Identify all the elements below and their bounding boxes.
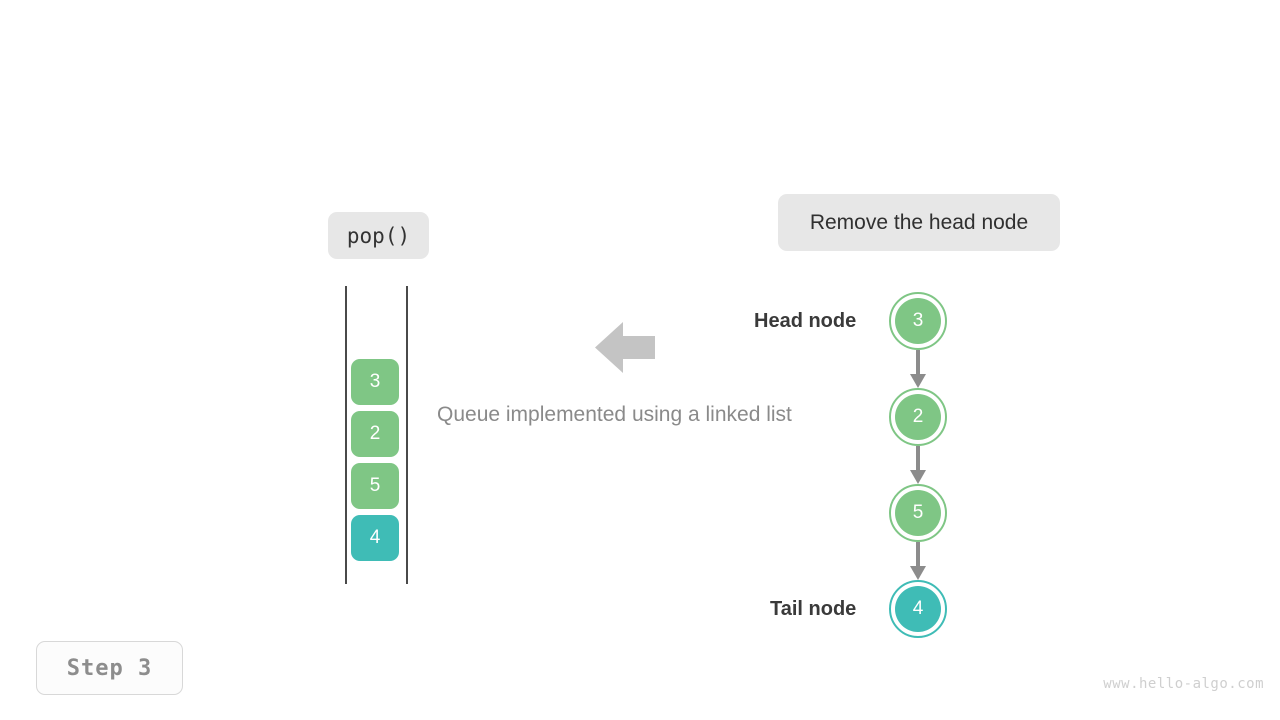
- queue-cell-list: 3 2 5 4: [351, 359, 399, 561]
- list-node-value: 5: [895, 490, 941, 536]
- queue-cell-value: 3: [369, 371, 381, 392]
- queue-cell: 3: [351, 359, 399, 405]
- link-arrow-icon: [910, 350, 926, 388]
- operation-label: pop(): [328, 212, 429, 259]
- queue-cell: 5: [351, 463, 399, 509]
- link-arrow-icon: [910, 542, 926, 580]
- queue-cell-value: 5: [369, 475, 381, 496]
- queue-cell-value: 4: [369, 527, 381, 548]
- list-node-value: 3: [895, 298, 941, 344]
- tail-node-label: Tail node: [770, 598, 857, 620]
- queue-container: 3 2 5 4: [345, 286, 408, 584]
- queue-rail-right: [406, 286, 408, 584]
- watermark: www.hello-algo.com: [1103, 676, 1264, 692]
- linked-list: 3 2 5 4: [889, 292, 951, 640]
- list-node-value: 2: [895, 394, 941, 440]
- list-node: 2: [889, 388, 947, 446]
- step-indicator: Step 3: [36, 641, 183, 695]
- list-node: 5: [889, 484, 947, 542]
- list-node-value: 4: [895, 586, 941, 632]
- queue-cell: 4: [351, 515, 399, 561]
- left-arrow-icon: [595, 322, 655, 373]
- list-node: 3: [889, 292, 947, 350]
- action-label: Remove the head node: [778, 194, 1060, 251]
- link-arrow-icon: [910, 446, 926, 484]
- queue-cell: 2: [351, 411, 399, 457]
- queue-cell-value: 2: [369, 423, 381, 444]
- list-node: 4: [889, 580, 947, 638]
- head-node-label: Head node: [754, 310, 857, 332]
- diagram-caption: Queue implemented using a linked list: [437, 403, 792, 426]
- queue-rail-left: [345, 286, 347, 584]
